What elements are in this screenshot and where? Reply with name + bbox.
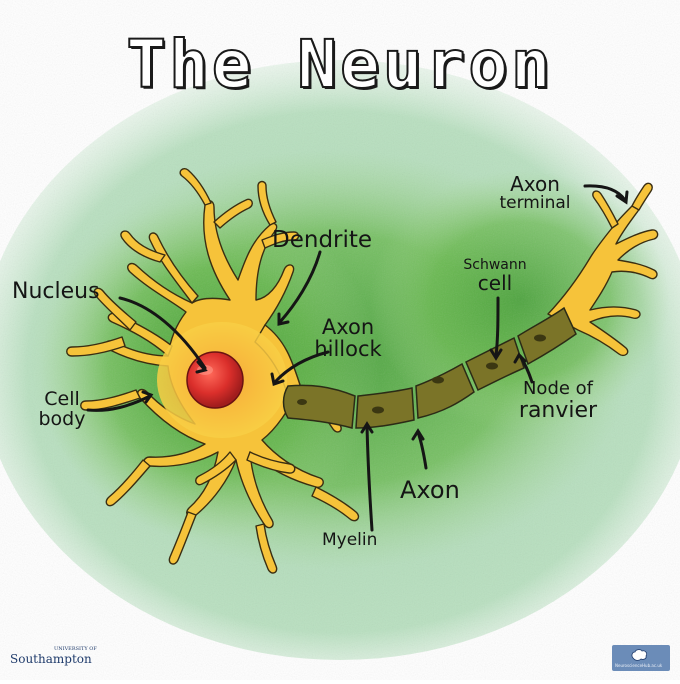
label-cell-body-line2: body (38, 407, 86, 430)
university-logo: UNIVERSITY OF Southampton (10, 646, 120, 670)
university-logo-small: UNIVERSITY OF (54, 646, 97, 652)
pointer-arrows (86, 184, 629, 532)
label-myelin: Myelin (322, 530, 378, 550)
partner-logo-url: NeuroscienceHub.ac.uk (615, 663, 663, 668)
label-node-of-ranvier-line2: ranvier (518, 397, 598, 423)
label-axon-hillock-line1: Axon (321, 315, 375, 339)
diagram-title: The Neuron (125, 25, 554, 104)
nucleus-shape (186, 351, 244, 409)
label-cell-body-line1: Cell (44, 388, 80, 410)
label-node-of-ranvier: Node of ranvier (506, 378, 610, 423)
label-nucleus: Nucleus (12, 279, 100, 304)
axon-terminal-shape (547, 182, 659, 357)
label-axon: Axon (400, 476, 460, 504)
label-schwann-cell-line2: cell (477, 270, 513, 295)
myelin-sheath (282, 306, 577, 429)
label-axon-hillock-line2: hillock (314, 337, 382, 362)
partner-logo: NeuroscienceHub.ac.uk (612, 645, 670, 671)
label-node-of-ranvier-line1: Node of (522, 378, 594, 399)
label-axon-terminal-line1: Axon (510, 172, 560, 196)
label-dendrite: Dendrite (272, 227, 373, 253)
label-axon-hillock: Axon hillock (308, 316, 388, 360)
university-logo-text: Southampton (10, 652, 92, 666)
label-cell-body: Cell body (32, 388, 92, 430)
brain-icon (631, 649, 648, 661)
label-axon-terminal: Axon terminal (490, 174, 580, 213)
label-schwann-cell: Schwann cell (450, 258, 540, 294)
label-schwann-cell-line1: Schwann (463, 257, 527, 273)
label-axon-terminal-line2: terminal (499, 193, 571, 213)
